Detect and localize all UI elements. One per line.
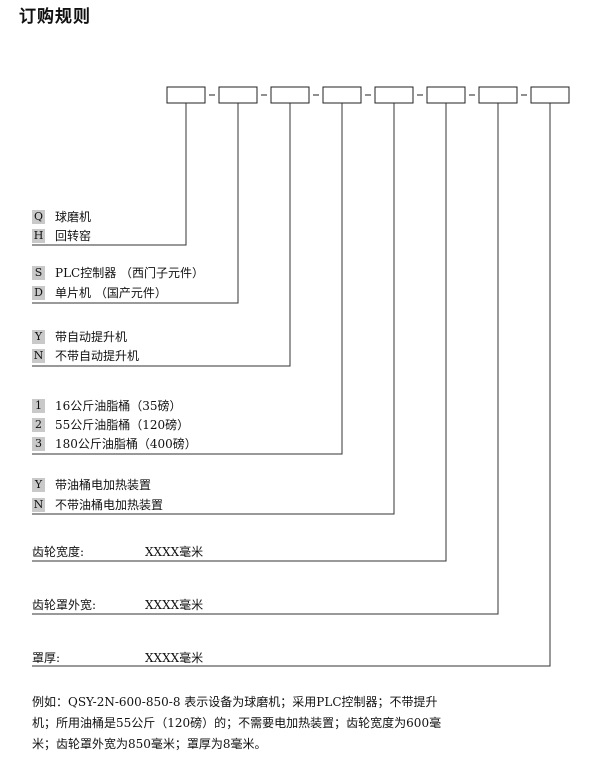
option-text: 不带自动提升机 — [55, 349, 140, 363]
option-item: N 不带自动提升机 — [32, 347, 139, 364]
option-text: PLC控制器 （西门子元件） — [55, 266, 205, 280]
option-text: 16公斤油脂桶（35磅） — [55, 399, 182, 413]
option-item: 2 55公斤油脂桶（120磅） — [32, 416, 189, 433]
option-text: 带油桶电加热装置 — [55, 478, 152, 492]
code-box — [322, 86, 362, 104]
option-item: Q 球磨机 — [32, 208, 91, 225]
connector-line — [32, 103, 447, 562]
option-code: Y — [32, 477, 45, 492]
option-code: 2 — [32, 417, 45, 432]
connector-line — [32, 103, 187, 246]
example-text: 例如：QSY-2N-600-850-8 表示设备为球磨机；采用PLC控制器；不带… — [32, 695, 442, 751]
page-title: 订购规则 — [19, 7, 91, 27]
code-box — [218, 86, 258, 104]
code-box — [478, 86, 518, 104]
code-box — [426, 86, 466, 104]
option-item: S PLC控制器 （西门子元件） — [32, 264, 204, 281]
option-item: Y 带油桶电加热装置 — [32, 476, 151, 493]
dimension-label: 齿轮罩外宽: — [32, 598, 97, 612]
connector-line — [32, 103, 291, 367]
option-text: 180公斤油脂桶（400磅） — [55, 437, 197, 451]
connector-line — [32, 103, 499, 615]
option-text: 球磨机 — [55, 210, 92, 224]
option-code: D — [32, 285, 45, 300]
connector-line — [32, 103, 343, 455]
option-code: Y — [32, 329, 45, 344]
option-code: Q — [32, 209, 45, 224]
option-code: H — [32, 228, 45, 243]
code-boxes — [166, 86, 570, 104]
option-code: 3 — [32, 436, 45, 451]
option-code: N — [32, 497, 45, 512]
option-item: N 不带油桶电加热装置 — [32, 496, 163, 513]
code-box — [374, 86, 414, 104]
dimension-value: XXXX毫米 — [145, 545, 204, 559]
code-box — [530, 86, 570, 104]
option-item: D 单片机 （国产元件） — [32, 284, 167, 301]
option-item: H 回转窑 — [32, 227, 91, 244]
connector-lines — [32, 103, 551, 667]
option-item: Y 带自动提升机 — [32, 328, 127, 345]
option-text: 单片机 （国产元件） — [55, 286, 167, 300]
option-code: N — [32, 348, 45, 363]
dimension-label: 齿轮宽度: — [32, 545, 85, 559]
option-text: 带自动提升机 — [55, 330, 128, 344]
code-box — [166, 86, 206, 104]
dimension-value: XXXX毫米 — [145, 651, 204, 665]
dimension-label: 罩厚: — [32, 651, 61, 665]
option-text: 55公斤油脂桶（120磅） — [55, 418, 190, 432]
option-item: 3 180公斤油脂桶（400磅） — [32, 435, 197, 452]
option-text: 回转窑 — [55, 229, 92, 243]
code-box — [270, 86, 310, 104]
connector-line — [32, 103, 395, 515]
option-item: 1 16公斤油脂桶（35磅） — [32, 397, 182, 414]
connector-line — [32, 103, 239, 304]
option-code: S — [32, 265, 45, 280]
connector-line — [32, 103, 551, 667]
option-code: 1 — [32, 398, 45, 413]
option-text: 不带油桶电加热装置 — [55, 498, 164, 512]
dimension-value: XXXX毫米 — [145, 598, 204, 612]
